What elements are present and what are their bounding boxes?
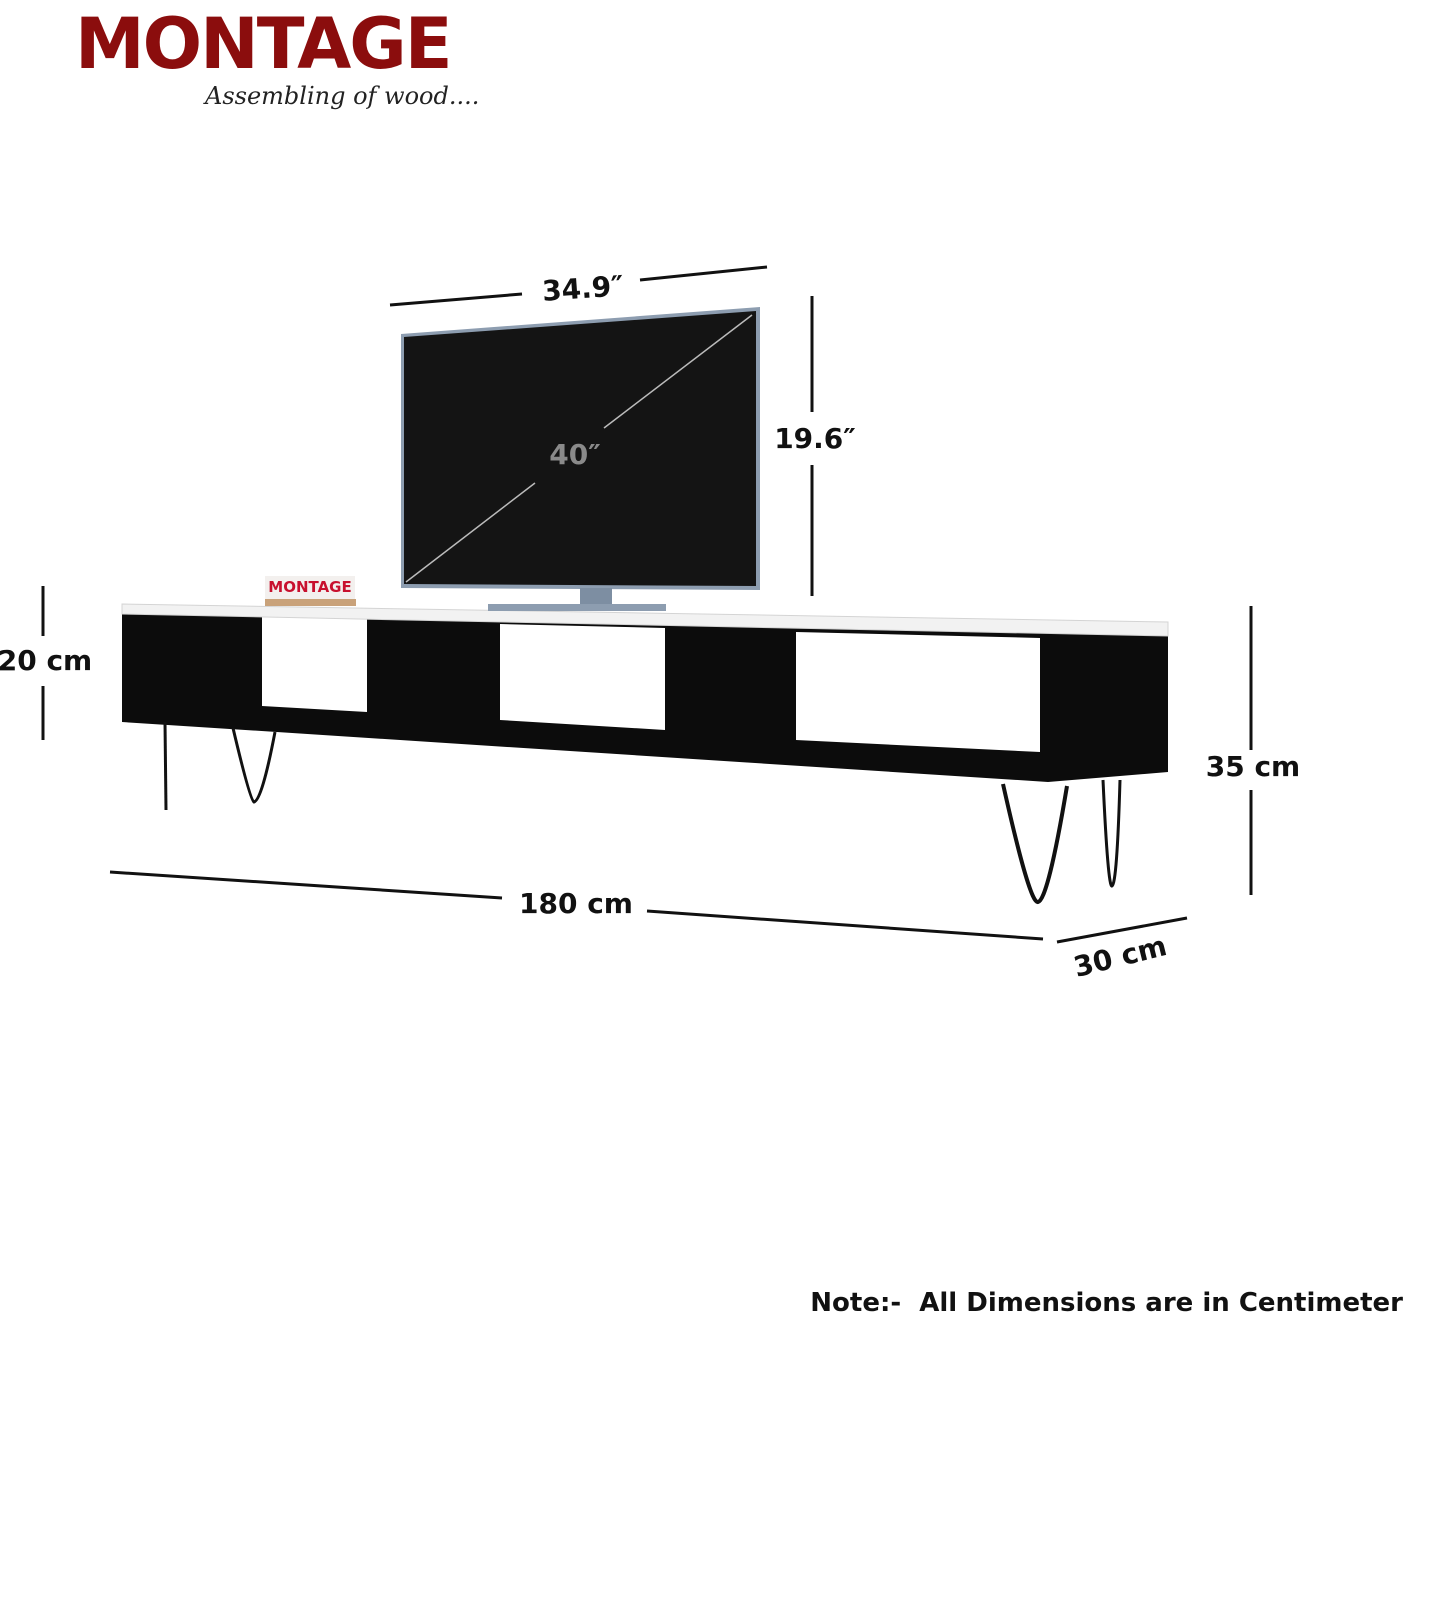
montage-logo: MONTAGE Assembling of wood.... xyxy=(75,3,479,110)
tv-stand-base xyxy=(488,604,666,611)
compartment-opening xyxy=(262,617,367,712)
tv-cabinet: MONTAGE xyxy=(121,576,1169,904)
dimension-tv-height: 19.6″ xyxy=(774,296,856,596)
dimension-cabinet-width: 180 cm xyxy=(109,870,1044,941)
hairpin-leg xyxy=(1101,779,1122,888)
dimension-cabinet-depth: 30 cm xyxy=(1056,916,1188,984)
dimension-cabinet-inner-height: 20 cm xyxy=(0,586,92,740)
compartment-opening xyxy=(796,632,1040,752)
svg-text:19.6″: 19.6″ xyxy=(774,422,856,455)
tv-stand-neck xyxy=(580,588,612,606)
svg-text:Assembling of wood....: Assembling of wood.... xyxy=(203,82,479,110)
svg-text:35 cm: 35 cm xyxy=(1206,750,1301,783)
svg-text:180 cm: 180 cm xyxy=(519,887,633,920)
dimension-cabinet-height: 35 cm xyxy=(1206,606,1301,895)
svg-text:MONTAGE: MONTAGE xyxy=(75,3,451,85)
hairpin-leg xyxy=(231,727,277,804)
television: 40″ xyxy=(401,307,760,611)
svg-text:34.9″: 34.9″ xyxy=(541,269,625,308)
compartment-opening xyxy=(500,624,665,730)
dimension-tv-width: 34.9″ xyxy=(389,265,768,308)
hairpin-leg xyxy=(1001,783,1069,904)
svg-text:20 cm: 20 cm xyxy=(0,644,92,677)
cabinet-leg xyxy=(163,721,168,811)
montage-sign: MONTAGE xyxy=(265,576,356,606)
dimensions-note: Note:- All Dimensions are in Centimeter xyxy=(810,1288,1403,1318)
svg-text:40″: 40″ xyxy=(549,438,600,471)
svg-text:MONTAGE: MONTAGE xyxy=(268,578,351,596)
cabinet-top xyxy=(121,603,1169,637)
